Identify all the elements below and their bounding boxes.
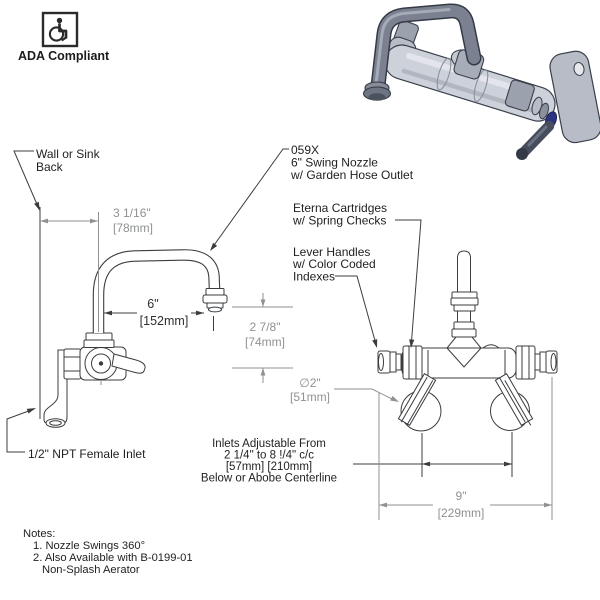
handle-label-line2: w/ Color Coded — [292, 257, 376, 271]
left-inlet-fittings — [377, 345, 423, 380]
right-inlet-fittings — [515, 345, 558, 380]
valve-left-nut — [63, 348, 82, 380]
adjust-note: Inlets Adjustable From 2 1/4" to 8 !/4" … — [201, 438, 337, 485]
wall-label-line1: Wall or Sink — [36, 147, 101, 161]
dim-back-offset-mm: [78mm] — [113, 221, 153, 235]
side-view-drawing: 3 1/16" [78mm] 6" [152mm] 2 7/8" [74mm] … — [6, 147, 293, 461]
cartridge-label-line2: w/ Spring Checks — [292, 214, 386, 228]
nozzle-label-line1: 059X — [291, 143, 319, 157]
front-view-drawing: 9" [229mm] ∅2" [51mm] 059X 6" Swing Nozz… — [201, 143, 558, 520]
dim-overall-in: 9" — [456, 489, 467, 503]
notes-block: Notes: 1. Nozzle Swings 360° 2. Also Ava… — [23, 528, 193, 576]
inlet-label-leader — [6, 408, 36, 453]
riser-hex — [83, 332, 115, 348]
notes-title: Notes: — [23, 528, 55, 540]
ada-wheelchair-icon — [48, 17, 68, 42]
nozzle-label-line3: w/ Garden Hose Outlet — [290, 168, 414, 182]
dim-back-offset-in: 3 1/16" — [113, 206, 151, 220]
dim-cc-lines — [353, 432, 513, 477]
dim-nozzle-drop-in: 2 7/8" — [250, 320, 281, 334]
nozzle-label-leader — [210, 148, 289, 251]
cartridge-label-line1: Eterna Cartridges — [293, 201, 387, 215]
notes-line2: 2. Also Available with B-0199-01 — [33, 552, 193, 564]
inlet-elbow — [43, 349, 68, 428]
faucet-3d-render — [362, 3, 600, 160]
dim-nozzle-reach-mm: [152mm] — [140, 314, 189, 328]
dim-nozzle-drop-lines — [232, 293, 293, 383]
render-right-nut — [504, 79, 535, 112]
notes-line1: 1. Nozzle Swings 360° — [33, 540, 145, 552]
dim-overall-lines — [378, 377, 553, 520]
dim-overall-mm: [229mm] — [438, 506, 485, 520]
wall-label-leader — [13, 150, 40, 211]
adjust-note-line2: 2 1/4" to 8 !/4" c/c — [224, 450, 314, 462]
render-outlet — [362, 81, 392, 101]
wall-label-line2: Back — [36, 160, 64, 174]
right-lever-handle — [490, 373, 534, 431]
adjust-note-line1: Inlets Adjustable From — [212, 438, 326, 450]
cartridge-label-leader — [395, 219, 422, 348]
riser-front — [445, 250, 483, 349]
dim-handle-diameter-mm: [51mm] — [290, 390, 330, 404]
dim-back-offset-lines — [40, 218, 98, 224]
ada-label: ADA Compliant — [18, 49, 110, 63]
dim-handle-diameter-in: ∅2" — [299, 376, 320, 390]
handle-label-line3: Indexes — [293, 270, 335, 284]
handle-label-leader — [335, 275, 378, 348]
dim-nozzle-drop-mm: [74mm] — [245, 335, 285, 349]
dim-handle-diameter-leader — [334, 388, 399, 402]
render-spout — [370, 3, 482, 94]
notes-line3: Non-Splash Aerator — [42, 564, 140, 576]
adjust-note-line4: Below or Abobe Centerline — [201, 473, 337, 485]
dim-nozzle-reach-in: 6" — [147, 297, 158, 311]
lever-handle-side — [111, 353, 146, 374]
ada-logo — [41, 11, 79, 48]
inlet-label: 1/2" NPT Female Inlet — [28, 447, 146, 461]
adjust-note-line3: [57mm] [210mm] — [226, 461, 312, 473]
nozzle-label-line2: 6" Swing Nozzle — [291, 156, 378, 170]
render-wall-plate — [549, 50, 600, 144]
dim-nozzle-reach-lines — [104, 310, 214, 331]
swing-spout-side — [92, 249, 228, 333]
render-lever-handle — [516, 120, 555, 160]
left-lever-handle — [397, 373, 442, 432]
handle-label-line1: Lever Handles — [293, 245, 370, 259]
